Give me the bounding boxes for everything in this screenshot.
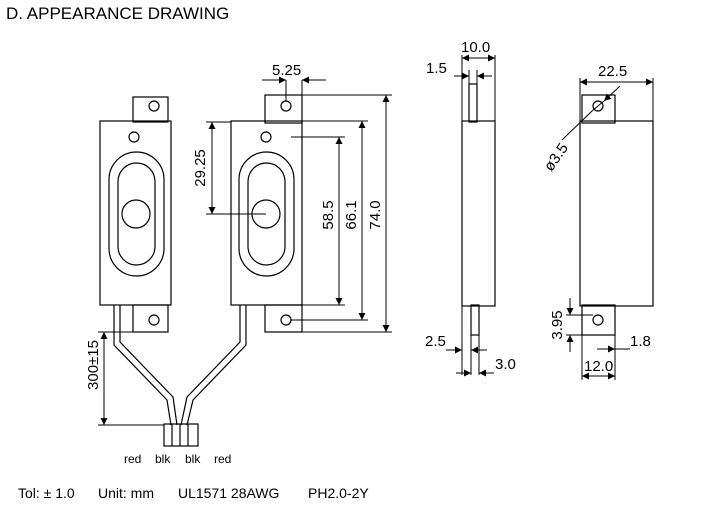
dim-side-body: 3.0 <box>495 356 516 373</box>
dimension-lines-side <box>446 54 496 377</box>
dim-body-length: 66.1 <box>343 200 360 229</box>
footer-unit: Unit: mm <box>98 485 154 501</box>
dim-tab-width: 12.0 <box>584 358 613 375</box>
mounting-hole-upper <box>128 131 140 143</box>
footer-tolerance: Tol: ± 1.0 <box>18 485 75 501</box>
mounting-hole-bottom <box>148 314 160 326</box>
end-view <box>579 94 654 336</box>
wire-label-3: blk <box>185 452 201 466</box>
mounting-hole-top <box>280 100 292 112</box>
speaker-cone-inner <box>117 162 156 266</box>
mounting-tab-top <box>264 94 303 124</box>
mounting-hole-top <box>148 100 160 112</box>
side-tab-bottom <box>470 304 480 336</box>
speaker-body <box>230 120 303 306</box>
dim-cone-center: 29.25 <box>192 149 209 187</box>
speaker-dust-cap <box>121 199 151 229</box>
mounting-hole-bottom <box>280 314 292 326</box>
side-view <box>461 83 496 336</box>
mounting-tab-top <box>132 96 169 123</box>
dim-tab-thickness: 1.8 <box>630 333 651 350</box>
dim-side-tab: 1.5 <box>426 60 447 77</box>
connector-plug <box>163 423 199 447</box>
mounting-hole-upper <box>260 131 272 143</box>
dim-hole-edge: 3.95 <box>549 310 566 339</box>
speaker-body <box>99 120 172 306</box>
wire-label-2: blk <box>155 452 171 466</box>
wire-label-1: red <box>124 452 141 466</box>
wire-label-4: red <box>214 452 231 466</box>
footer-cable: UL1571 28AWG <box>178 485 279 501</box>
dim-side-depth: 10.0 <box>461 39 490 56</box>
speaker-cone-outer <box>108 151 165 277</box>
end-hole-bottom <box>592 314 604 326</box>
dim-hole-offset: 5.25 <box>272 62 301 79</box>
mounting-tab-bottom <box>264 304 303 333</box>
mounting-tab-bottom <box>132 304 169 333</box>
side-body <box>461 120 496 307</box>
dim-end-width: 22.5 <box>598 63 627 80</box>
side-tab-top <box>468 83 478 123</box>
end-body <box>579 120 654 307</box>
cable-wires <box>113 305 247 426</box>
end-tab-top <box>581 94 616 124</box>
drawing-title: D. APPEARANCE DRAWING <box>6 4 229 23</box>
front-view-left <box>99 96 172 333</box>
dim-overall-length: 74.0 <box>367 200 384 229</box>
dim-cable-length: 300±15 <box>85 340 102 390</box>
dimension-lines-front <box>98 76 392 426</box>
dimension-lines-end <box>561 78 654 380</box>
end-tab-bottom <box>581 304 616 336</box>
dim-hole-diameter: ø3.5 <box>541 140 572 174</box>
dim-hole-span: 58.5 <box>320 200 337 229</box>
footer-connector: PH2.0-2Y <box>308 485 369 501</box>
dim-side-tab-bottom: 2.5 <box>425 333 446 350</box>
end-hole-top <box>592 100 604 112</box>
